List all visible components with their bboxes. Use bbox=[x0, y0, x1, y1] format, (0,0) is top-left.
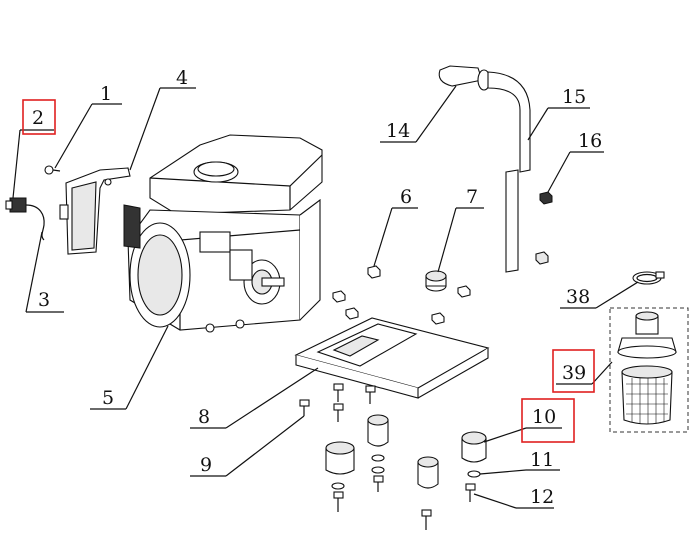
part-16-bolts bbox=[535, 191, 553, 265]
callout-6: 6 bbox=[400, 186, 412, 208]
callout-7: 7 bbox=[466, 186, 478, 208]
callout-11: 11 bbox=[530, 449, 554, 471]
callout-10: 10 bbox=[532, 406, 556, 428]
callout-39: 39 bbox=[562, 362, 586, 384]
mounting-nuts bbox=[332, 285, 471, 325]
callout-8: 8 bbox=[198, 406, 210, 428]
highlight-box-2 bbox=[22, 99, 56, 135]
callout-38: 38 bbox=[566, 286, 590, 308]
callout-2: 2 bbox=[32, 107, 44, 129]
part-38-clamp bbox=[632, 271, 665, 285]
part-1-screw bbox=[44, 165, 61, 175]
callout-4: 4 bbox=[176, 67, 188, 89]
part-7-rubber-grommet bbox=[425, 270, 447, 292]
part-6-nut bbox=[367, 265, 381, 279]
callout-12: 12 bbox=[530, 486, 554, 508]
leader-lines bbox=[12, 85, 639, 509]
part-5-engine bbox=[123, 134, 323, 333]
callout-3: 3 bbox=[38, 289, 50, 311]
callout-14: 14 bbox=[386, 120, 410, 142]
part-10-rubber-feet bbox=[325, 414, 487, 489]
part-8-base-plate bbox=[294, 317, 490, 399]
part-11-washers bbox=[331, 454, 481, 490]
part-4-cover bbox=[59, 167, 131, 255]
part-14-pipe-end bbox=[438, 65, 491, 91]
callout-9: 9 bbox=[200, 454, 212, 476]
callout-16: 16 bbox=[578, 130, 602, 152]
part-12-bolts bbox=[333, 475, 476, 530]
part-15-exhaust-pipe bbox=[487, 71, 531, 273]
highlight-box-10 bbox=[521, 398, 575, 443]
part-39-strainer bbox=[609, 307, 689, 433]
highlight-box-39 bbox=[552, 349, 595, 393]
callout-15: 15 bbox=[562, 86, 586, 108]
part-9-bolts bbox=[299, 383, 376, 422]
callout-1: 1 bbox=[100, 83, 112, 105]
part-3-wire bbox=[25, 204, 45, 241]
part-2-switch bbox=[5, 197, 27, 213]
callout-5: 5 bbox=[102, 387, 114, 409]
